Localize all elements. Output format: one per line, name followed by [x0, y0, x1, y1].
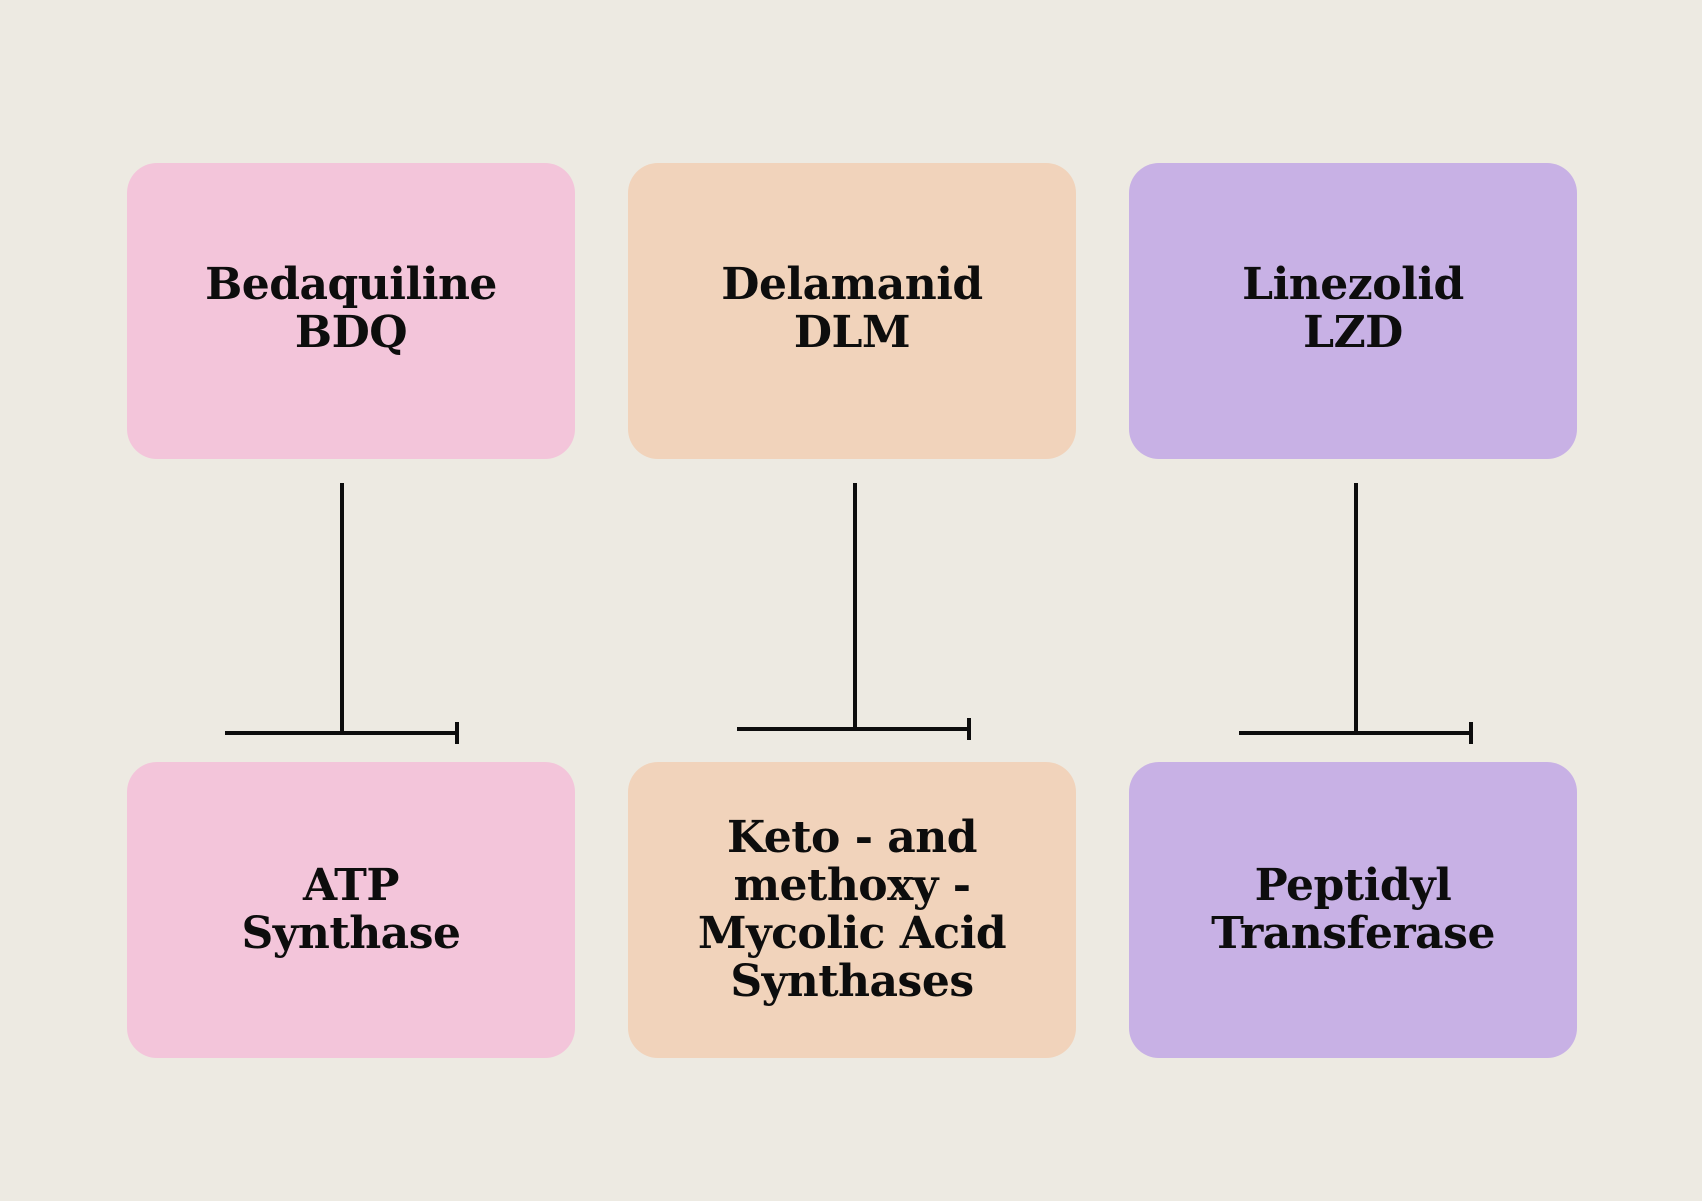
drug-name: Linezolid [1242, 259, 1464, 310]
inhibition-connector-lzd [1239, 483, 1473, 744]
drug-name: Delamanid [721, 259, 983, 310]
target-line: ATP [302, 860, 400, 911]
target-box-mycolic-acid-synthases: Keto - and methoxy - Mycolic Acid Syntha… [628, 762, 1076, 1058]
target-line: methoxy - [733, 860, 971, 911]
drug-box-delamanid: Delamanid DLM [628, 163, 1076, 459]
target-line: Synthase [241, 908, 461, 959]
drug-name: Bedaquiline [205, 259, 497, 310]
target-line: Synthases [730, 956, 974, 1007]
inhibition-connector-bdq [225, 483, 459, 744]
target-box-peptidyl-transferase: Peptidyl Transferase [1129, 762, 1577, 1058]
drug-abbreviation: DLM [793, 307, 911, 358]
target-line: Keto - and [726, 812, 978, 863]
drug-abbreviation: LZD [1303, 307, 1403, 358]
target-line: Mycolic Acid [697, 908, 1007, 959]
target-box-atp-synthase: ATP Synthase [127, 762, 575, 1058]
target-line: Peptidyl [1254, 860, 1452, 911]
inhibition-connector-dlm [737, 483, 971, 740]
target-line: Transferase [1211, 908, 1495, 959]
drug-box-bedaquiline: Bedaquiline BDQ [127, 163, 575, 459]
drug-box-linezolid: Linezolid LZD [1129, 163, 1577, 459]
drug-abbreviation: BDQ [294, 307, 408, 358]
